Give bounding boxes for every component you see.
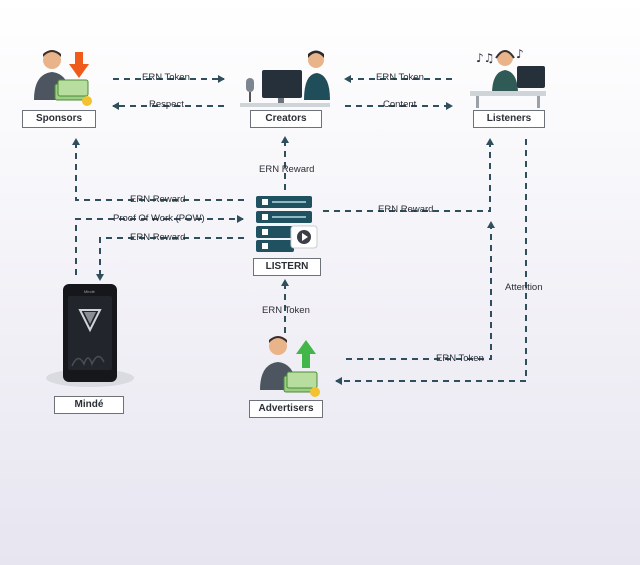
node-listeners: Listeners xyxy=(473,110,545,128)
svg-text:♪: ♪ xyxy=(516,47,524,61)
label-listern-to-creators: ERN Reward xyxy=(259,164,315,175)
phone-screen-text: Mindé xyxy=(84,289,96,294)
arrow-advertisers-to-listeners xyxy=(346,221,495,360)
svg-text:♪♫: ♪♫ xyxy=(476,51,494,65)
listener-person-icon xyxy=(492,50,518,94)
listener-computer-icon xyxy=(470,66,546,108)
down-arrow-icon xyxy=(69,52,89,78)
label-creators-to-listeners: Content xyxy=(383,99,417,110)
arrow-listern-to-sponsors xyxy=(72,138,244,201)
creator-person-icon xyxy=(304,50,330,100)
label-listern-to-listeners: ERN Reward xyxy=(378,204,434,215)
microphone-icon xyxy=(246,78,254,102)
listern-logo-icon xyxy=(290,225,318,249)
arrow-listern-to-listeners xyxy=(323,138,494,212)
label-advertisers-to-listern: ERN Token xyxy=(262,305,310,316)
label-listeners-to-advertisers: Attention xyxy=(505,282,543,293)
music-notes-icon: ♪♫ ♪ xyxy=(476,47,524,65)
arrow-minde-to-listern xyxy=(75,215,244,275)
node-listern: LISTERN xyxy=(253,258,321,276)
label-listern-to-minde: ERN Reward xyxy=(130,232,186,243)
label-minde-to-listern: Proof Of Work (POW) xyxy=(113,213,205,224)
label-advertisers-to-listeners: ERN Token xyxy=(436,353,484,364)
up-arrow-icon xyxy=(296,340,316,368)
node-sponsors: Sponsors xyxy=(22,110,96,128)
advertiser-money-icon xyxy=(283,371,320,397)
money-icon xyxy=(54,79,92,106)
label-creators-to-sponsors: Respect xyxy=(149,99,184,110)
label-listeners-to-creators: ERN Token xyxy=(376,72,424,83)
arrow-listern-to-minde xyxy=(96,237,244,281)
creator-computer-icon xyxy=(240,70,330,107)
label-sponsors-to-creators: ERN Token xyxy=(142,72,190,83)
node-advertisers: Advertisers xyxy=(249,400,323,418)
node-creators: Creators xyxy=(250,110,322,128)
node-minde: Mindé xyxy=(54,396,124,414)
label-listern-to-sponsors: ERN Reward xyxy=(130,194,186,205)
minde-phone-icon: Mindé xyxy=(63,284,117,382)
arrow-listeners-to-advertisers xyxy=(335,139,527,385)
